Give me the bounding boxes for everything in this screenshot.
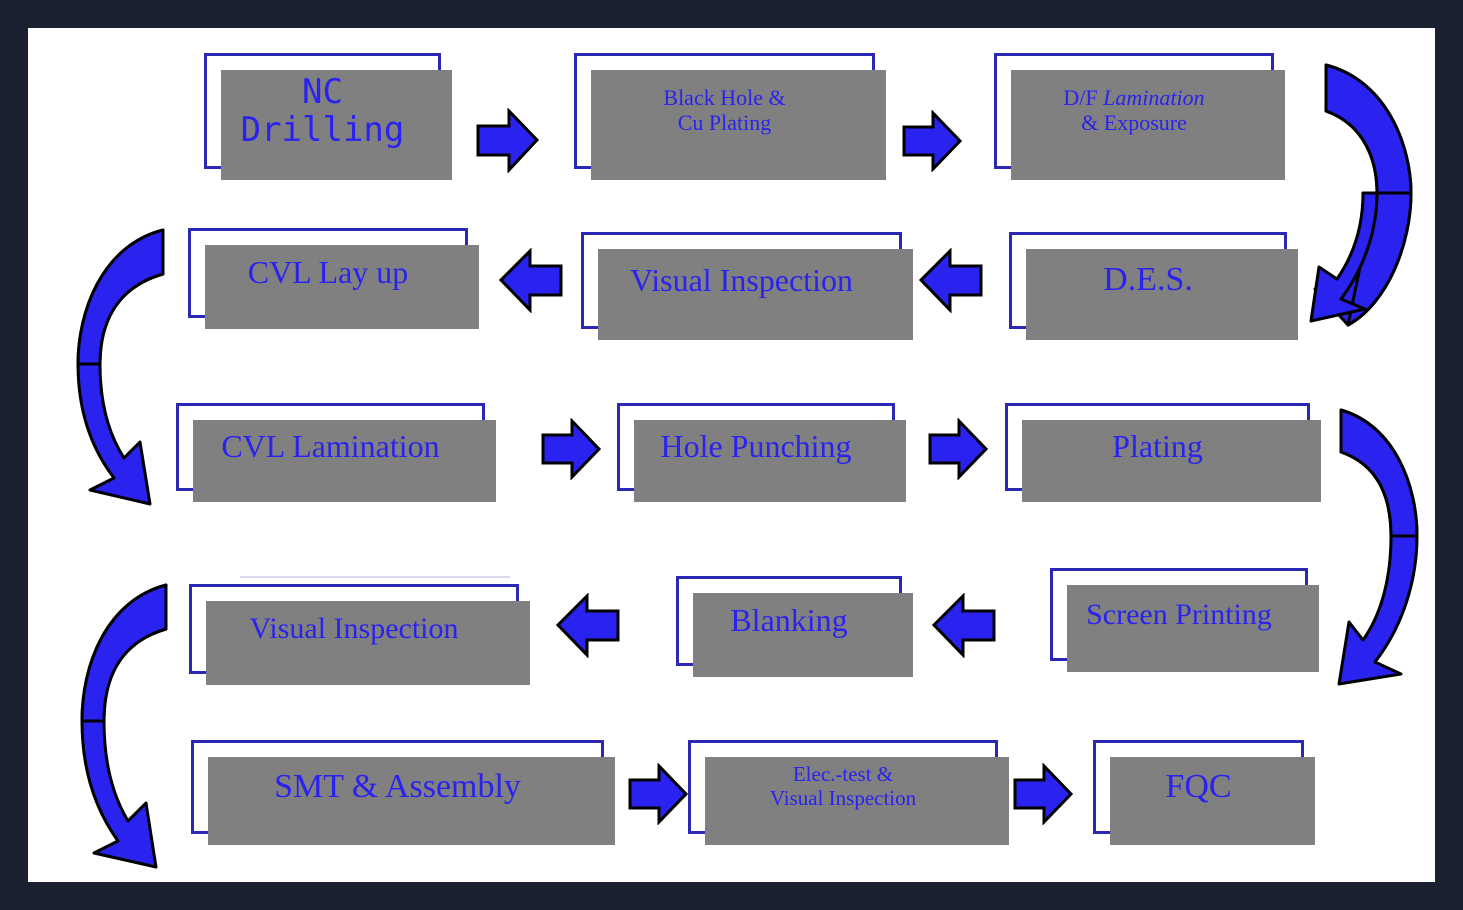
node-black-hole-cu-plating[interactable]: Black Hole & Cu Plating	[574, 53, 886, 180]
node-df-lamination-exposure-label: D/F Lamination & Exposure	[997, 86, 1271, 135]
node-des[interactable]: D.E.S.	[1009, 232, 1298, 340]
arrow-left-2	[918, 248, 983, 313]
uturn-right-1	[1293, 53, 1423, 333]
arrow-left-3	[555, 593, 620, 658]
df-emphasis: Lamination	[1103, 85, 1205, 111]
arrow-left-4	[931, 593, 996, 658]
node-black-hole-cu-plating-label: Black Hole & Cu Plating	[577, 86, 872, 135]
node-fqc-label: FQC	[1165, 767, 1232, 805]
uturn-left-2	[66, 573, 198, 873]
node-blanking[interactable]: Blanking	[676, 576, 913, 677]
arrow-right-1	[476, 108, 539, 173]
diagram-canvas: NC Drilling Black Hole & Cu Plating D/F …	[28, 28, 1435, 882]
node-elec-test-visual-inspection[interactable]: Elec.-test & Visual Inspection	[688, 740, 1009, 845]
node-cvl-lay-up[interactable]: CVL Lay up	[188, 228, 479, 329]
node-cvl-lay-up-label: CVL Lay up	[247, 254, 409, 291]
node-plating[interactable]: Plating	[1005, 403, 1321, 502]
node-blanking-label: Blanking	[730, 602, 848, 639]
node-plating-label: Plating	[1112, 428, 1203, 465]
node-visual-inspection-2-label: Visual Inspection	[249, 612, 459, 646]
arrow-right-4	[928, 418, 988, 480]
node-visual-inspection-1-label: Visual Inspection	[630, 261, 853, 298]
df-line-2: & Exposure	[1081, 110, 1187, 135]
arrow-right-6	[1013, 763, 1073, 825]
arrow-right-5	[628, 763, 688, 825]
elec-test-line-1: Elec.-test &	[792, 762, 894, 787]
node-hole-punching-label: Hole Punching	[660, 428, 852, 465]
node-fqc[interactable]: FQC	[1093, 740, 1315, 845]
arrow-right-2	[902, 110, 962, 172]
df-prefix: D/F	[1063, 85, 1104, 111]
node-des-label: D.E.S.	[1103, 261, 1193, 299]
arrow-left-1	[498, 248, 563, 313]
node-elec-test-label: Elec.-test & Visual Inspection	[691, 763, 995, 810]
node-cvl-lamination-label: CVL Lamination	[221, 428, 440, 465]
black-hole-line-2: Cu Plating	[677, 110, 772, 135]
arrow-right-3	[541, 418, 601, 480]
uturn-right-2	[1323, 398, 1431, 690]
node-nc-drilling-label: NC Drilling	[240, 71, 405, 150]
elec-test-line-2: Visual Inspection	[769, 786, 917, 810]
node-hole-punching[interactable]: Hole Punching	[617, 403, 906, 502]
node-visual-inspection-2[interactable]: Visual Inspection	[189, 584, 530, 685]
node-df-lamination-exposure[interactable]: D/F Lamination & Exposure	[994, 53, 1285, 180]
black-hole-line-1: Black Hole &	[663, 85, 786, 111]
node-screen-printing[interactable]: Screen Printing	[1050, 568, 1319, 672]
node-screen-printing-label: Screen Printing	[1086, 597, 1272, 631]
uturn-left-1	[66, 218, 196, 510]
node-cvl-lamination[interactable]: CVL Lamination	[176, 403, 496, 502]
node-nc-drilling[interactable]: NC Drilling	[204, 53, 452, 180]
node-visual-inspection-1[interactable]: Visual Inspection	[581, 232, 913, 340]
node-smt-assembly-label: SMT & Assembly	[274, 767, 521, 805]
node-smt-assembly[interactable]: SMT & Assembly	[191, 740, 615, 845]
